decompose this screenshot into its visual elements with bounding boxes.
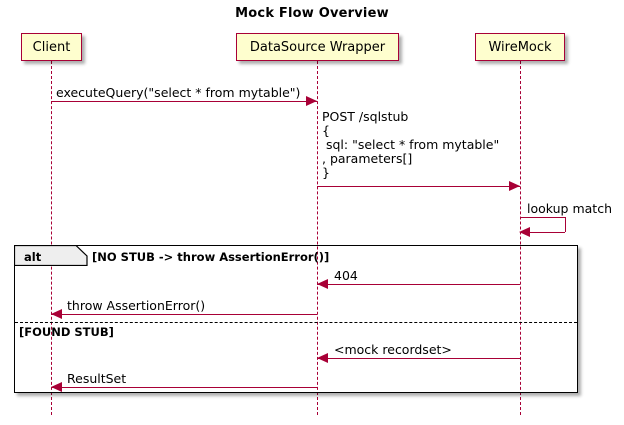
message-arrowhead-resultset xyxy=(51,382,62,392)
message-label-throw-assertion-error: throw AssertionError() xyxy=(67,298,206,313)
alt-fragment-condition-2: [FOUND STUB] xyxy=(19,325,114,339)
alt-fragment-divider xyxy=(15,322,577,323)
self-message-arrowhead-lookup-match xyxy=(519,227,530,237)
lifeline-client xyxy=(51,61,52,415)
message-arrowhead-404 xyxy=(317,279,328,289)
alt-fragment-tab xyxy=(14,245,88,266)
participant-datasource-wrapper-label: DataSource Wrapper xyxy=(249,39,386,55)
participant-datasource-wrapper[interactable]: DataSource Wrapper xyxy=(236,33,399,61)
message-label-resultset: ResultSet xyxy=(67,371,127,386)
message-label-execute-query: executeQuery("select * from mytable") xyxy=(56,85,301,100)
message-arrowhead-execute-query xyxy=(306,96,317,106)
message-arrowhead-throw-assertion-error xyxy=(51,309,62,319)
message-arrowhead-mock-recordset xyxy=(317,353,328,363)
lifeline-datasource-wrapper xyxy=(317,61,318,415)
message-line-execute-query xyxy=(51,101,317,102)
message-arrowhead-post-sqlstub xyxy=(509,181,520,191)
message-line-throw-assertion-error xyxy=(51,314,317,315)
participant-client[interactable]: Client xyxy=(21,33,82,61)
message-line-mock-recordset xyxy=(317,358,520,359)
message-line-404 xyxy=(317,284,520,285)
message-label-mock-recordset: <mock recordset> xyxy=(334,342,452,357)
message-label-lookup-match: lookup match xyxy=(527,201,612,216)
message-label-404: 404 xyxy=(334,268,358,283)
self-message-top-segment-lookup-match xyxy=(520,217,565,218)
message-line-post-sqlstub xyxy=(317,186,520,187)
self-message-right-segment-lookup-match xyxy=(565,217,566,232)
alt-fragment-operator-label: alt xyxy=(24,250,42,264)
self-message-bottom-segment-lookup-match xyxy=(530,232,565,233)
participant-client-label: Client xyxy=(32,39,71,55)
page-title: Mock Flow Overview xyxy=(235,6,389,21)
alt-fragment-condition-1: [NO STUB -> throw AssertionError()] xyxy=(92,250,330,264)
lifeline-wiremock xyxy=(520,61,521,415)
participant-wiremock-label: WireMock xyxy=(488,39,552,55)
alt-fragment-box xyxy=(14,245,578,393)
participant-wiremock[interactable]: WireMock xyxy=(475,33,565,61)
message-line-resultset xyxy=(51,387,317,388)
message-label-post-sqlstub: POST /sqlstub { sql: "select * from myta… xyxy=(322,109,500,180)
